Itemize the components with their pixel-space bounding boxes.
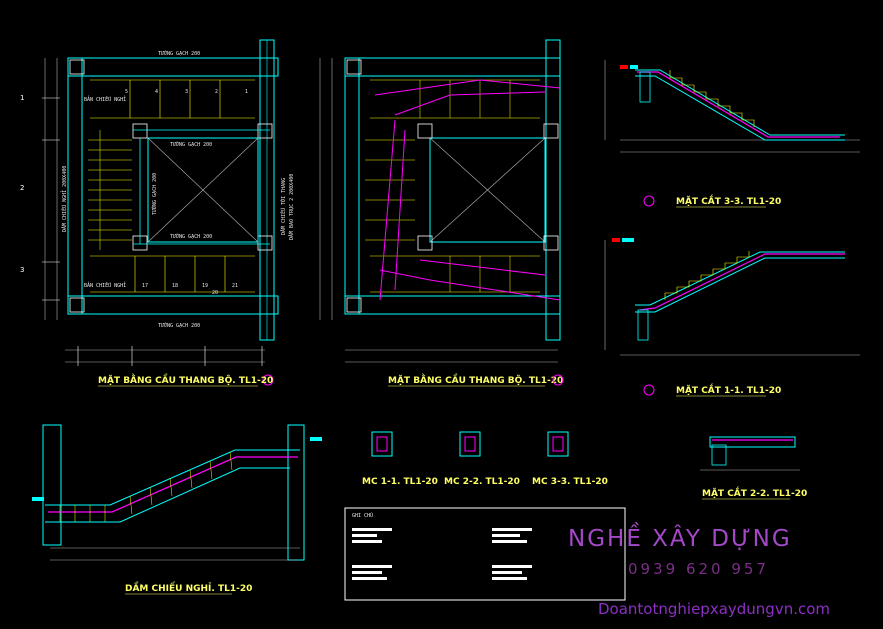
landing-label-top: BẢN CHIẾU NGHỈ: [84, 95, 126, 103]
watermark-phone: 0939 620 957: [628, 560, 769, 578]
step-number: 3: [185, 89, 188, 95]
section-2-2-caption: MẶT CẮT 2-2. TL1-20: [702, 486, 807, 499]
step-number: 4: [155, 89, 158, 95]
section-1-1: MẶT CẮT 1-1. TL1-20: [604, 238, 860, 397]
landing-label-bottom: BẢN CHIẾU NGHỈ: [84, 281, 126, 289]
plan-1-caption: MẶT BẰNG CẦU THANG BỘ. TL1-20: [98, 373, 273, 386]
mc-3-3-caption: MC 3-3. TL1-20: [532, 477, 608, 487]
mc-1-1-caption: MC 1-1. TL1-20: [362, 477, 438, 487]
step-number: 2: [215, 89, 218, 95]
axis-label-left: 3: [20, 266, 24, 274]
section-2-2: MẶT CẮT 2-2. TL1-20: [700, 436, 807, 500]
wall-label-top: TƯỜNG GẠCH 200: [158, 50, 200, 57]
step-number: 20: [212, 290, 218, 296]
landing-beam-caption: DẦM CHIẾU NGHỈ. TL1-20: [125, 581, 252, 594]
notes-title: GHI CHÚ: [352, 512, 373, 519]
step-number: 5: [125, 89, 128, 95]
axis-label-left: 1: [20, 94, 24, 102]
landing-beam-section: DẦM CHIẾU NGHỈ. TL1-20: [32, 424, 322, 595]
watermark-url[interactable]: Doantotnghiepxaydungvn.com: [598, 600, 831, 618]
left-beam-label: DẦM CHIẾU NGHỈ 200X400: [60, 166, 68, 232]
stair-plan-2: MẶT BẰNG CẦU THANG BỘ. TL1-20: [319, 39, 564, 387]
wall-label-bottom: TƯỜNG GẠCH 200: [158, 322, 200, 329]
wall-vertical-label: TƯỜNG GẠCH 200: [151, 173, 158, 215]
step-number: 21: [232, 283, 238, 289]
mc-2-2-caption: MC 2-2. TL1-20: [444, 477, 520, 487]
axis-label-left: 2: [20, 184, 24, 192]
wall-label-mid-top: TƯỜNG GẠCH 200: [170, 141, 212, 148]
section-3-3-caption: MẶT CẮT 3-3. TL1-20: [676, 194, 781, 207]
step-number: 1: [245, 89, 248, 95]
section-1-1-caption: MẶT CẮT 1-1. TL1-20: [676, 383, 781, 396]
stair-plan-1: TƯỜNG GẠCH 200 TƯỜNG GẠCH 200 TƯỜNG GẠCH…: [20, 39, 295, 387]
right-beam-label-2: DẦM BAO TRỤC 2 200X400: [288, 174, 295, 240]
right-beam-label-1: DẦM CHIẾU TỚI THANG: [279, 178, 287, 235]
wall-label-mid-bottom: TƯỜNG GẠCH 200: [170, 233, 212, 240]
step-number: 19: [202, 283, 208, 289]
cross-sections: MC 1-1. TL1-20 MC 2-2. TL1-20 MC 3-3. TL…: [362, 431, 608, 487]
plan-2-caption: MẶT BẰNG CẦU THANG BỘ. TL1-20: [388, 373, 563, 386]
step-number: 18: [172, 283, 178, 289]
notes-box: GHI CHÚ: [344, 507, 626, 601]
watermark-brand: NGHỀ XÂY DỰNG: [568, 526, 792, 552]
step-number: 17: [142, 283, 148, 289]
section-3-3: MẶT CẮT 3-3. TL1-20: [604, 60, 860, 208]
